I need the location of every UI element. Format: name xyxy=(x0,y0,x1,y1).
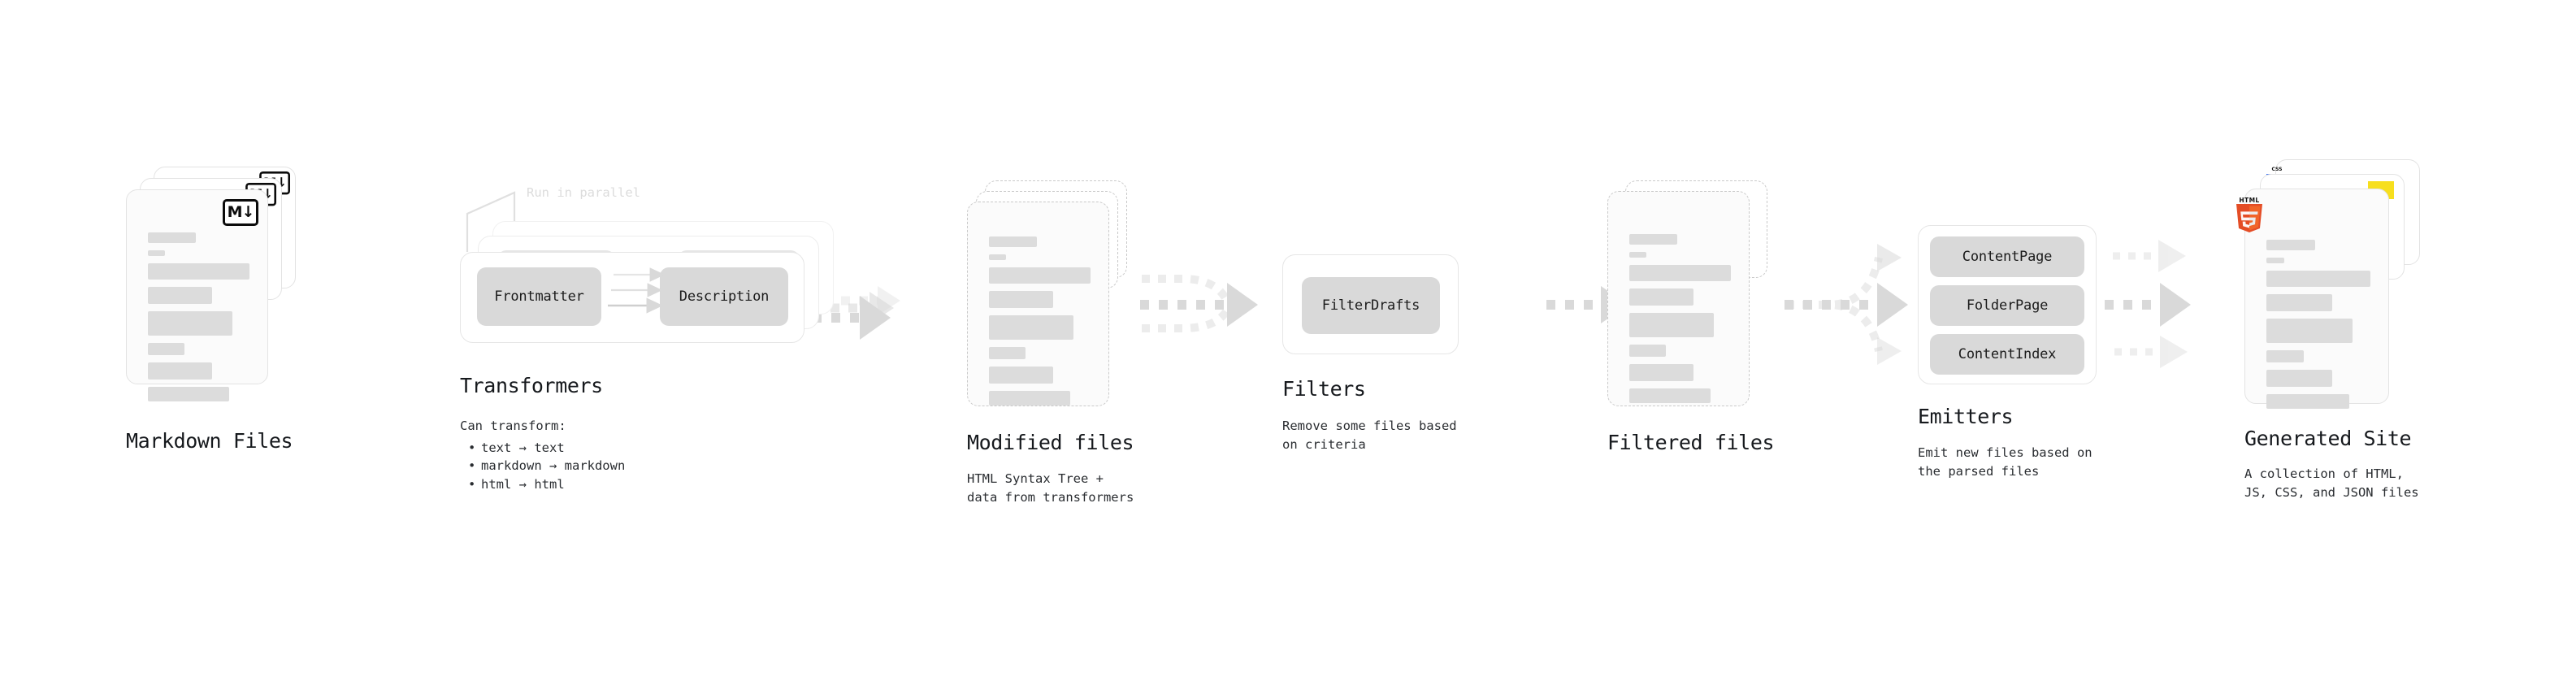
connector-filtered-to-emitters xyxy=(1785,244,1908,365)
transformers-bullet-list: text → text markdown → markdown html → h… xyxy=(460,439,728,494)
emitters-subtitle: Emit new files based on the parsed files xyxy=(1918,445,2092,479)
html5-icon: HTML xyxy=(2235,197,2264,232)
html5-badge-label: HTML xyxy=(2239,197,2260,204)
filtered-card-front xyxy=(1607,191,1750,406)
connector-emitters-to-site xyxy=(2105,240,2191,368)
emitter-chip-contentindex[interactable]: ContentIndex xyxy=(1930,334,2084,375)
transformer-chip-description[interactable]: Description xyxy=(660,267,788,326)
filters-title: Filters xyxy=(1282,377,1366,401)
filter-chip-filterdrafts[interactable]: FilterDrafts xyxy=(1302,277,1440,334)
transformers-title: Transformers xyxy=(460,374,603,397)
modified-files-subtitle: HTML Syntax Tree + data from transformer… xyxy=(967,471,1134,505)
filters-subtitle: Remove some files based on criteria xyxy=(1282,419,1457,452)
emitter-chip-folderpage[interactable]: FolderPage xyxy=(1930,285,2084,326)
modified-card-front xyxy=(967,202,1109,406)
markdown-card-placeholder-lines xyxy=(148,232,249,409)
markdown-badge: M↓ xyxy=(223,199,258,226)
transformers-bullet-0: text → text xyxy=(468,439,728,458)
transformers-bullet-1: markdown → markdown xyxy=(468,457,728,475)
markdown-files-title: Markdown Files xyxy=(126,429,293,453)
transformer-panel-front[interactable]: Frontmatter Description xyxy=(460,252,804,343)
emitter-chip-contentpage[interactable]: ContentPage xyxy=(1930,236,2084,277)
generated-site-subtitle: A collection of HTML, JS, CSS, and JSON … xyxy=(2244,466,2419,500)
connector-modified-to-filters xyxy=(1140,275,1258,332)
run-in-parallel-note: Run in parallel xyxy=(527,185,640,200)
transformers-subtitle-lead: Can transform: xyxy=(460,419,566,433)
markdown-card-front: M↓ xyxy=(126,189,268,401)
transformers-subtitle: Can transform: text → text markdown → ma… xyxy=(460,417,728,494)
html5-shield-icon xyxy=(2236,204,2262,232)
filtered-card-placeholder-lines xyxy=(1629,234,1731,410)
generated-site-title: Generated Site xyxy=(2244,427,2412,450)
emitters-panel[interactable]: ContentPage FolderPage ContentIndex xyxy=(1918,225,2097,384)
emitters-title: Emitters xyxy=(1918,405,2014,428)
modified-files-title: Modified files xyxy=(967,431,1134,454)
transformers-bullet-2: html → html xyxy=(468,475,728,494)
site-card-placeholder-lines xyxy=(2266,240,2370,416)
filters-panel[interactable]: FilterDrafts xyxy=(1282,254,1459,354)
css-badge-label: CSS xyxy=(2271,167,2283,172)
modified-card-placeholder-lines xyxy=(989,236,1091,413)
transformer-chip-frontmatter[interactable]: Frontmatter xyxy=(477,267,601,326)
site-card-html: HTML xyxy=(2236,189,2389,409)
filtered-files-title: Filtered files xyxy=(1607,431,1775,454)
